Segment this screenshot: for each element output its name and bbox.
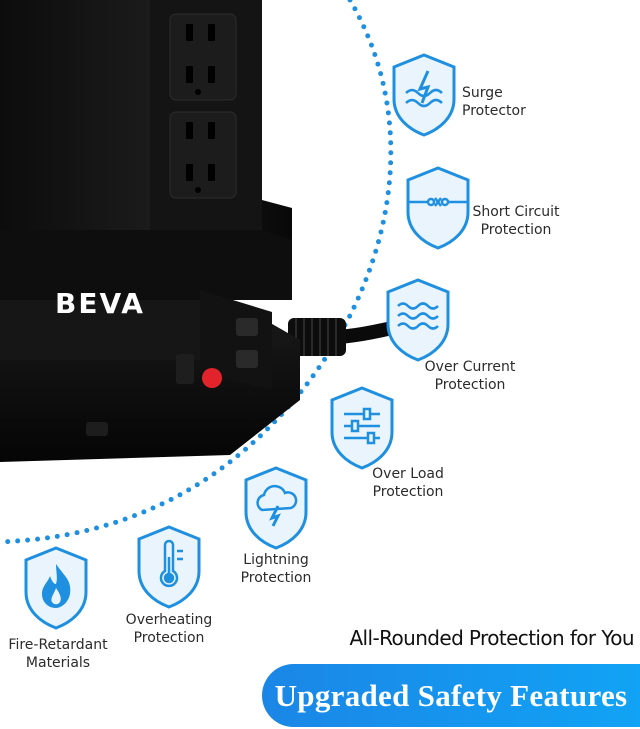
surge-wave-lightning-icon xyxy=(405,70,443,108)
label-surge: Surge Protector xyxy=(462,85,526,119)
shield-over-load xyxy=(330,386,394,470)
label-lightning: Lightning Protection xyxy=(240,552,312,586)
tagline: All-Rounded Protection for You xyxy=(349,626,634,650)
shield-lightning xyxy=(244,466,308,550)
shield-outline xyxy=(330,386,394,470)
power-strip-tower xyxy=(0,0,300,462)
shield-surge xyxy=(392,53,456,137)
banner-text: Upgraded Safety Features xyxy=(274,677,628,713)
label-over-load: Over Load Protection xyxy=(372,466,444,500)
banner: Upgraded Safety Features xyxy=(262,664,640,727)
outlet-holes xyxy=(186,24,215,193)
sliders-icon xyxy=(344,407,380,445)
label-overheating: Overheating Protection xyxy=(125,612,213,646)
power-switch-icon xyxy=(202,368,222,388)
cloud-lightning-icon xyxy=(256,484,298,527)
brand-logo: BEVA xyxy=(55,287,145,320)
label-fire-retardant: Fire-Retardant Materials xyxy=(8,637,108,671)
label-over-current: Over Current Protection xyxy=(424,359,516,393)
dotted-arc xyxy=(0,0,394,545)
shield-short-circuit xyxy=(406,166,470,250)
shield-overheating xyxy=(137,525,201,609)
label-short-circuit: Short Circuit Protection xyxy=(472,204,560,238)
short-circuit-icon xyxy=(408,197,468,207)
shield-outline xyxy=(386,278,450,362)
flame-icon xyxy=(42,564,71,608)
shield-outline xyxy=(406,166,470,250)
shield-over-current xyxy=(386,278,450,362)
shield-fire xyxy=(24,546,88,630)
waves-icon xyxy=(397,302,439,330)
thermometer-icon xyxy=(159,539,183,588)
